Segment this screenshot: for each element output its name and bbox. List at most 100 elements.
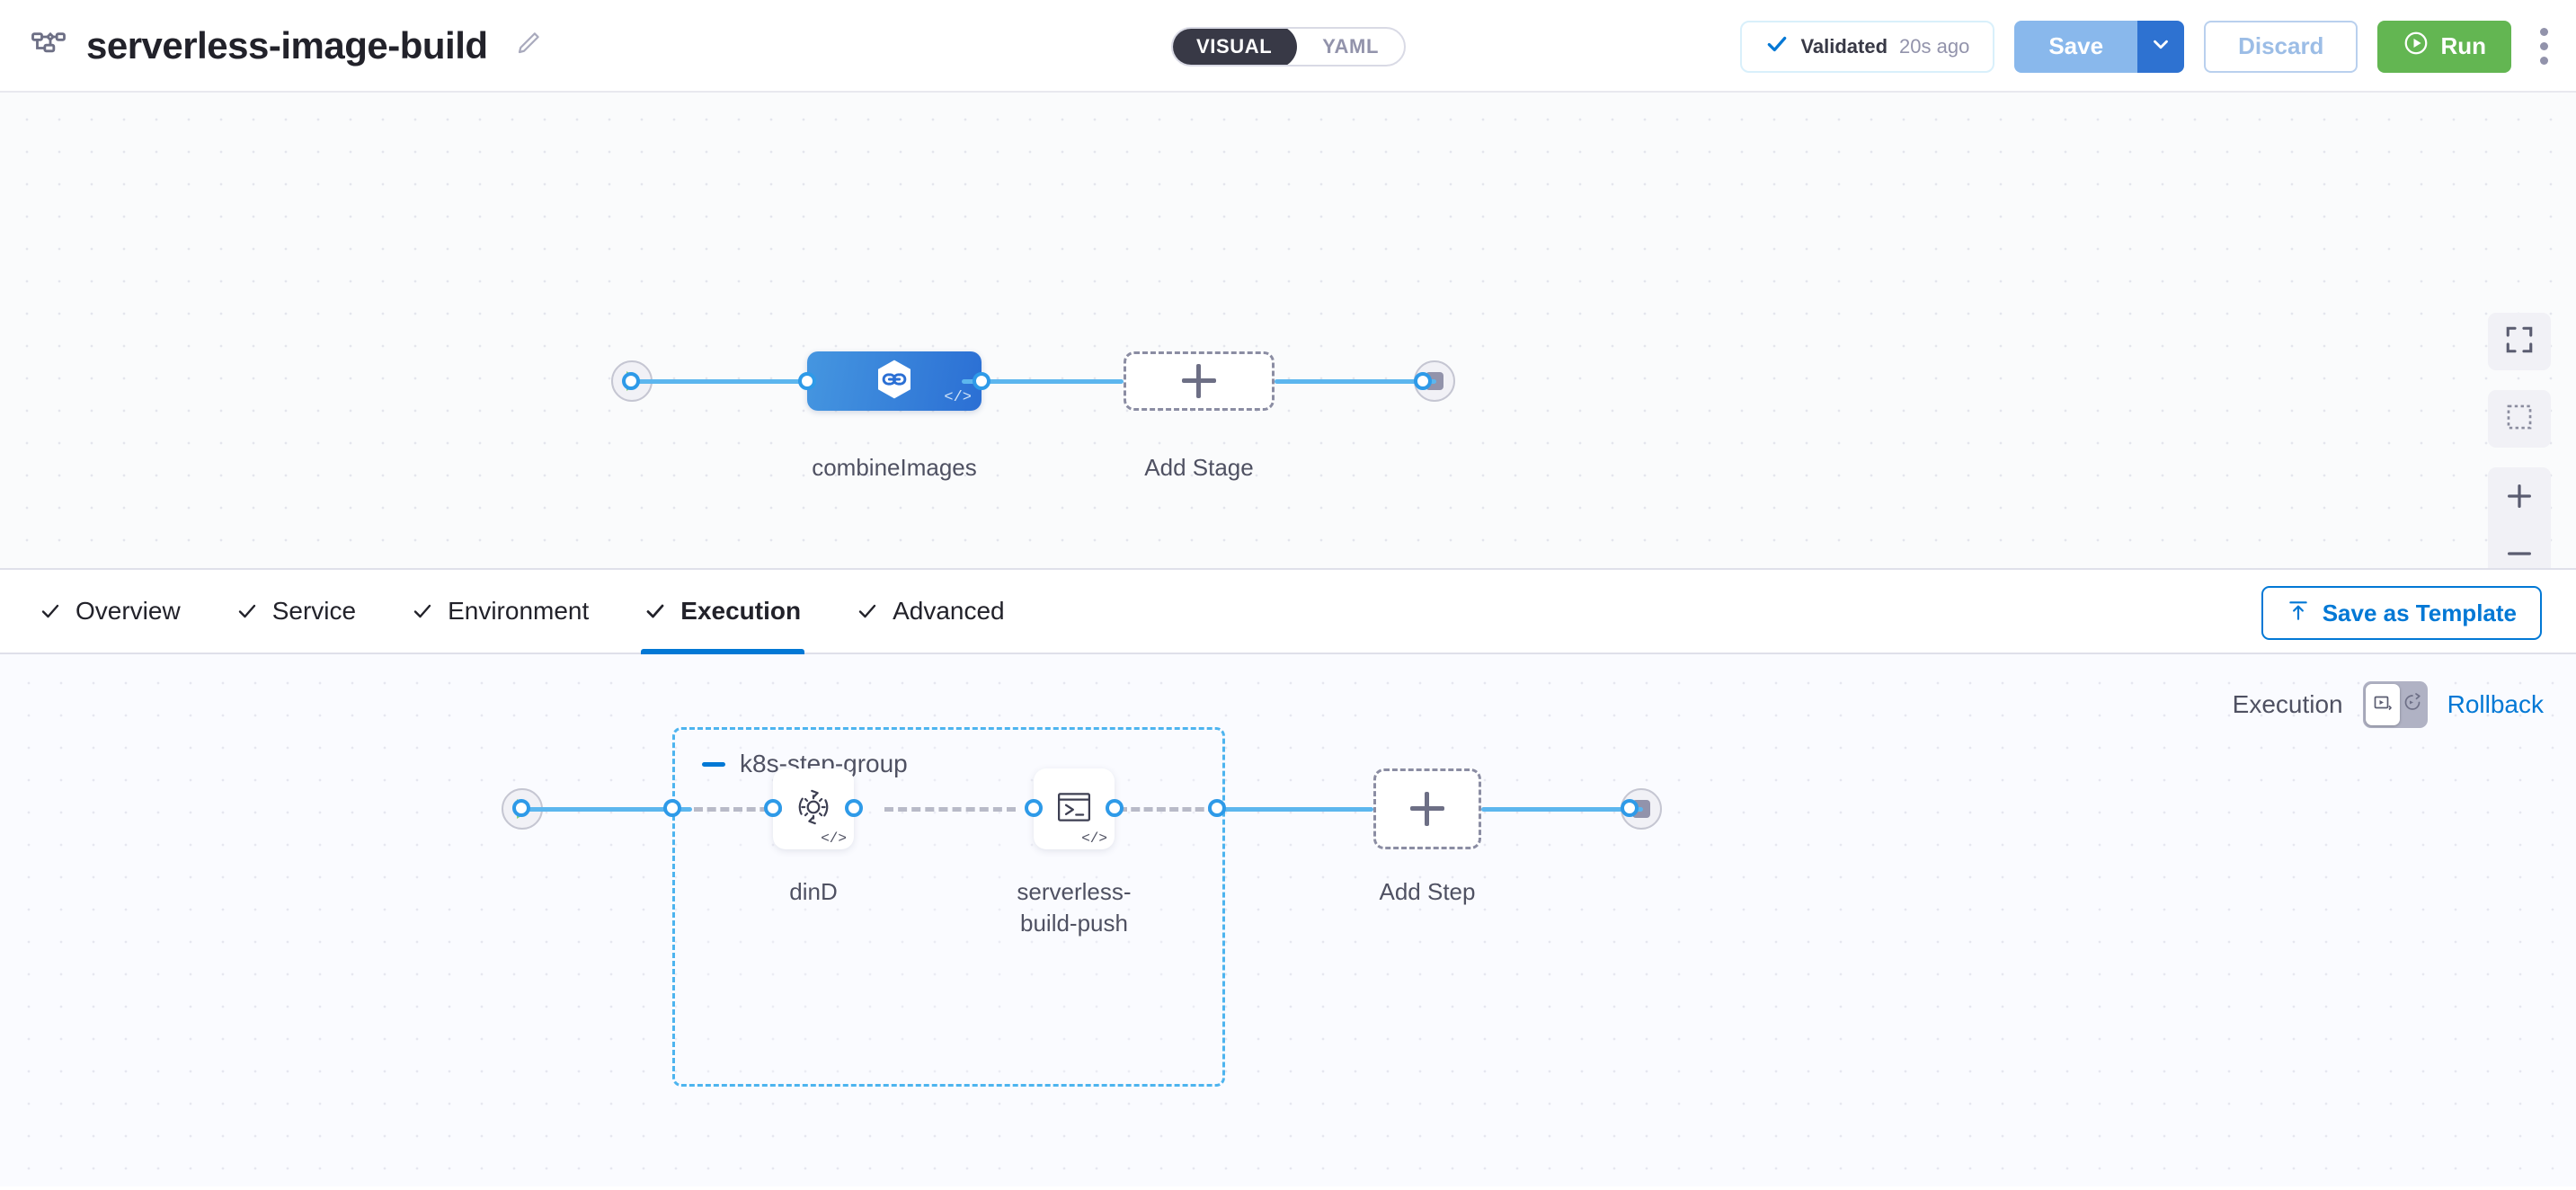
check-icon xyxy=(238,604,255,618)
app-header: serverless-image-build VISUAL YAML Valid… xyxy=(0,0,2576,93)
zoom-controls-group xyxy=(2488,467,2551,568)
execution-rollback-toggle: Execution xyxy=(2233,681,2544,728)
pencil-icon[interactable] xyxy=(508,30,542,61)
tab-label: Execution xyxy=(680,597,802,625)
chevron-down-icon xyxy=(2149,32,2172,60)
add-stage-label: Add Stage xyxy=(1144,454,1254,481)
port-group-in[interactable] xyxy=(663,799,681,817)
kebab-menu-icon[interactable] xyxy=(2531,22,2556,70)
terminal-icon xyxy=(1050,783,1098,836)
edge-dind-to-buildpush xyxy=(884,807,1016,812)
gear-refresh-icon xyxy=(788,782,839,837)
play-circle-icon xyxy=(2403,30,2429,63)
check-icon xyxy=(1765,32,1789,60)
template-upload-icon xyxy=(2287,599,2310,628)
add-step-button[interactable] xyxy=(1373,768,1481,849)
tab-label: Overview xyxy=(76,597,181,625)
zoom-in-button[interactable] xyxy=(2488,467,2551,525)
port-stage-in[interactable] xyxy=(798,372,816,390)
tab-environment[interactable]: Environment xyxy=(412,568,589,654)
run-button-label: Run xyxy=(2440,32,2486,59)
save-button-group[interactable]: Save xyxy=(2014,20,2185,73)
execution-graph-canvas[interactable]: Execution xyxy=(0,654,2576,1186)
rollback-icon-slot xyxy=(2402,692,2423,718)
port-buildpush-in[interactable] xyxy=(1025,799,1043,817)
edge-group-to-addstep xyxy=(1219,807,1373,812)
execution-rollback-switch[interactable] xyxy=(2362,681,2428,728)
tab-label: Service xyxy=(271,597,357,625)
validated-label: Validated xyxy=(1800,34,1888,58)
step-node-serverless-build-push[interactable]: </> xyxy=(1034,768,1115,849)
port-start-out[interactable] xyxy=(622,372,640,390)
selection-tool-button[interactable] xyxy=(2488,390,2551,448)
zoom-out-button[interactable] xyxy=(2488,525,2551,568)
save-button[interactable]: Save xyxy=(2014,20,2138,73)
edge-stage-to-addstage xyxy=(962,379,1124,384)
plus-icon xyxy=(1182,364,1216,398)
status-badge: Validated 20s ago xyxy=(1740,20,1995,73)
mode-option-yaml[interactable]: YAML xyxy=(1322,35,1379,58)
rollback-mode-label[interactable]: Rollback xyxy=(2447,690,2544,718)
tab-label: Advanced xyxy=(893,597,1005,625)
canvas-controls xyxy=(2488,313,2551,568)
add-step-label: Add Step xyxy=(1379,878,1476,905)
switch-knob xyxy=(2365,684,2400,725)
rollback-arrow-icon xyxy=(2402,692,2423,718)
edge-addstage-to-end xyxy=(1275,379,1436,384)
header-left-group: serverless-image-build xyxy=(31,24,542,67)
port-end-in[interactable] xyxy=(1414,372,1432,390)
port-dind-out[interactable] xyxy=(845,799,863,817)
header-actions: Validated 20s ago Save Discard Run xyxy=(1740,0,2556,93)
run-button[interactable]: Run xyxy=(2377,20,2511,73)
minus-collapse-icon[interactable] xyxy=(702,761,725,767)
step-node-label-dind: dinD xyxy=(789,878,838,905)
tab-service[interactable]: Service xyxy=(236,568,356,654)
code-badge: </> xyxy=(1081,830,1107,847)
view-mode-toggle[interactable]: VISUAL YAML xyxy=(1171,27,1406,67)
edge-addstep-to-end xyxy=(1481,807,1643,812)
stage-graph-canvas[interactable]: </> combineImages Add Stage xyxy=(0,93,2576,568)
stage-node-combineimages[interactable]: </> xyxy=(807,351,982,411)
add-stage-button[interactable] xyxy=(1124,351,1275,411)
stage-node-label: combineImages xyxy=(812,454,977,481)
save-dropdown-toggle[interactable] xyxy=(2137,20,2185,73)
plus-icon xyxy=(1410,792,1444,826)
edge-buildpush-to-group-out xyxy=(1118,807,1217,812)
port-buildpush-out[interactable] xyxy=(1106,799,1124,817)
edge-start-to-group xyxy=(520,807,692,812)
stage-config-tabbar: Overview Service Environment Execution A… xyxy=(0,568,2576,654)
tab-label: Environment xyxy=(448,597,590,625)
code-badge: </> xyxy=(944,389,972,406)
port-exec-start-out[interactable] xyxy=(512,799,530,817)
edge-group-in-to-dind xyxy=(694,807,782,812)
edge-start-to-stage xyxy=(629,379,816,384)
code-badge: </> xyxy=(821,830,847,847)
validated-timestamp: 20s ago xyxy=(1899,34,1970,58)
expand-corners-icon xyxy=(2504,324,2535,360)
port-stage-out[interactable] xyxy=(973,372,990,390)
check-icon xyxy=(41,604,59,618)
step-group-k8s-step-group[interactable]: k8s-step-group xyxy=(672,727,1225,1087)
marquee-select-icon xyxy=(2504,402,2535,437)
tab-overview[interactable]: Overview xyxy=(40,568,181,654)
port-group-out[interactable] xyxy=(1208,799,1226,817)
execution-play-box-icon xyxy=(2372,692,2394,718)
check-icon xyxy=(646,604,664,618)
check-icon xyxy=(413,604,431,618)
execution-mode-label: Execution xyxy=(2232,690,2343,718)
save-as-template-button[interactable]: Save as Template xyxy=(2261,586,2542,640)
step-node-label-serverless-build-push: serverless- build-push xyxy=(1017,878,1132,937)
page-title: serverless-image-build xyxy=(86,23,488,67)
harness-hexagon-icon xyxy=(870,355,919,408)
fit-to-screen-button[interactable] xyxy=(2488,313,2551,370)
port-dind-in[interactable] xyxy=(764,799,782,817)
mode-option-visual[interactable]: VISUAL xyxy=(1173,29,1298,65)
port-exec-end-in[interactable] xyxy=(1621,799,1639,817)
tab-execution[interactable]: Execution xyxy=(641,568,804,654)
check-icon xyxy=(858,604,876,618)
pipeline-flow-icon xyxy=(31,28,67,64)
tab-advanced[interactable]: Advanced xyxy=(857,568,1005,654)
step-group-header: k8s-step-group xyxy=(675,730,1222,778)
step-node-dind[interactable]: </> xyxy=(773,768,854,849)
discard-button[interactable]: Discard xyxy=(2204,20,2358,73)
